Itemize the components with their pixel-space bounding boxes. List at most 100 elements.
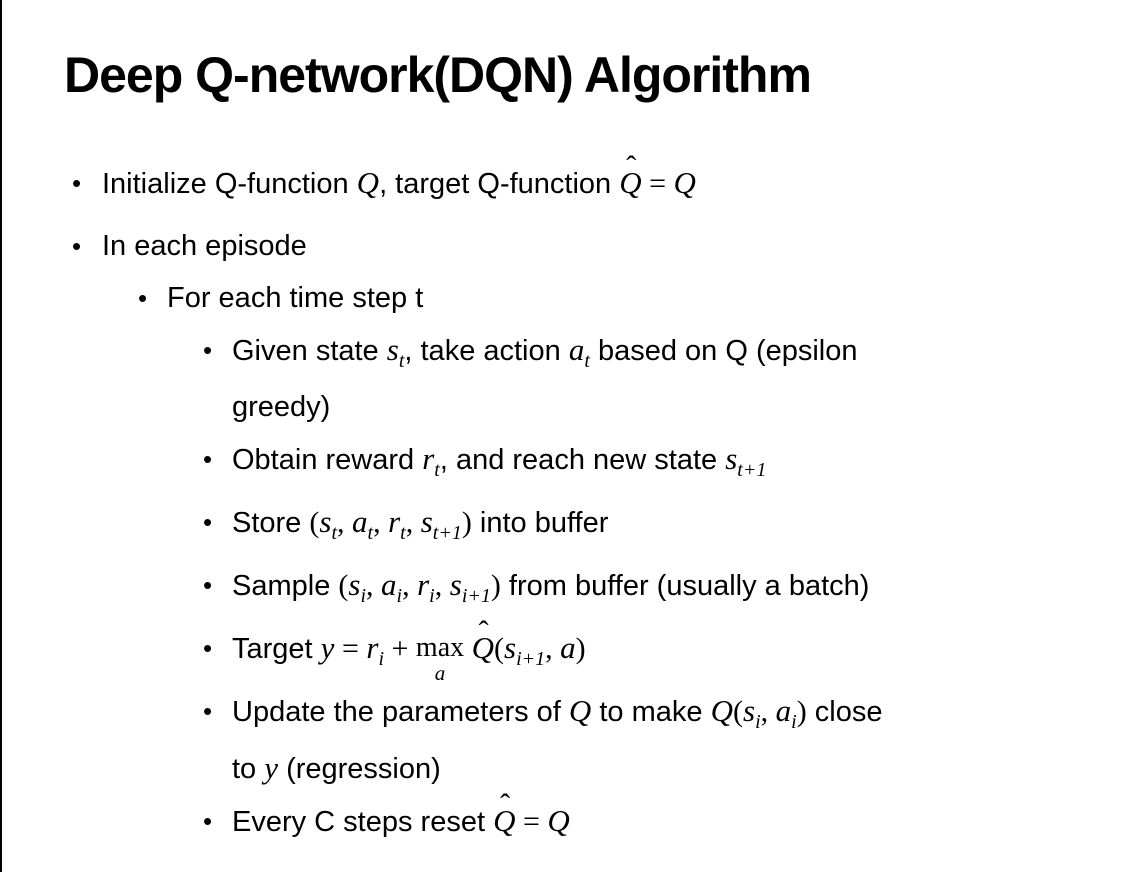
bullet-icon: •	[203, 507, 213, 537]
math-symbol: )	[575, 632, 586, 665]
bullet-item: •Given state st, take action at based on…	[2, 327, 1112, 430]
bullet-icon: •	[138, 283, 148, 313]
math-symbol: =	[334, 632, 367, 665]
text-segment: into buffer	[471, 507, 609, 539]
bullet-icon: •	[72, 168, 82, 198]
math-subscript: t	[367, 522, 374, 544]
math-variable: a	[775, 693, 792, 728]
bullet-icon: •	[203, 633, 213, 663]
math-symbol: ,	[402, 569, 418, 602]
math-symbol: )	[461, 506, 472, 539]
text-segment: Given state	[232, 335, 387, 367]
math-variable: Q	[710, 693, 733, 728]
math-symbol: ,	[405, 506, 421, 539]
math-variable: a	[381, 567, 397, 602]
text-segment: Sample	[232, 570, 339, 602]
text-segment: For each time step t	[167, 282, 424, 314]
math-variable: y	[320, 630, 335, 665]
math-variable: s	[504, 630, 517, 665]
math-symbol: )	[490, 569, 501, 602]
math-subscript: i	[429, 585, 435, 607]
bullet-icon: •	[203, 806, 213, 836]
math-symbol: +	[384, 632, 416, 665]
math-symbol: (	[732, 695, 743, 728]
text-segment: , and reach new state	[439, 444, 726, 476]
text-segment: greedy)	[232, 391, 331, 423]
bullet-item: • For each time step t	[2, 275, 1112, 321]
math-subscript: i	[396, 585, 403, 607]
math-variable: s	[742, 693, 756, 728]
math-variable: a	[352, 504, 368, 539]
bullet-item: •Update the parameters of Q to make Q(si…	[2, 688, 1112, 792]
bullet-text: Sample (si, ai, ri, si+1) from buffer (u…	[232, 567, 869, 607]
bullet-list: •Initialize Q-function Q, target Q-funct…	[2, 150, 1112, 845]
math-subscript: t	[398, 350, 405, 372]
math-subscript: t	[584, 350, 590, 372]
bullet-item: • Obtain reward rt, and reach new state s…	[2, 436, 1112, 493]
bullet-icon: •	[203, 696, 213, 726]
math-variable: s	[420, 504, 433, 539]
math-variable: a	[568, 332, 585, 367]
math-variable: r	[388, 504, 401, 539]
text-segment: (regression)	[278, 753, 441, 785]
hat-accent-icon: ˆ	[478, 615, 489, 648]
slide-title: Deep Q-network(DQN) Algorithm	[64, 47, 812, 103]
math-variable: r	[417, 567, 430, 602]
math-subscript: i+1	[516, 648, 546, 670]
bullet-text: For each time step t	[167, 282, 423, 314]
math-symbol: (	[494, 632, 505, 665]
math-subscript: i	[755, 711, 761, 733]
math-variable: s	[319, 504, 332, 539]
bullet-icon: •	[72, 231, 82, 261]
math-symbol: =	[515, 805, 548, 838]
bullet-icon: •	[203, 335, 213, 365]
text-segment: , take action	[404, 335, 569, 367]
text-segment: to	[232, 753, 265, 785]
bullet-icon: •	[203, 444, 213, 474]
math-subscript: t+1	[432, 522, 462, 544]
math-variable: y	[264, 750, 279, 785]
math-subscript: t	[400, 522, 406, 544]
math-variable: s	[386, 332, 399, 367]
math-subscript: i+1	[461, 585, 491, 607]
hat-accent-icon: ˆ	[626, 150, 637, 183]
text-segment: In each episode	[102, 230, 307, 262]
math-subscript: t	[434, 459, 440, 481]
text-segment: Every C steps reset	[232, 806, 494, 838]
math-symbol: ,	[434, 569, 450, 602]
text-segment: Update the parameters of	[232, 696, 569, 728]
bullet-item: • In each episode	[2, 223, 1112, 269]
operator-name: max	[415, 632, 465, 663]
math-subscript: t	[331, 522, 338, 544]
text-segment: Initialize Q-function	[102, 168, 357, 200]
operator-underscript: a	[434, 661, 446, 685]
text-segment: based on Q (epsilon	[589, 335, 858, 367]
math-variable: r	[422, 441, 435, 476]
math-variable: Q	[547, 803, 570, 838]
bullet-text: In each episode	[102, 230, 307, 262]
math-symbol: (	[309, 506, 320, 539]
math-subscript: i	[378, 648, 384, 670]
math-symbol: ,	[373, 506, 389, 539]
math-variable: s	[725, 441, 738, 476]
math-variable: Q	[619, 165, 642, 200]
math-subscript: i	[791, 711, 797, 733]
bullet-item: •Store (st, at, rt, st+1) into buffer	[2, 499, 1112, 556]
math-variable: a	[560, 630, 576, 665]
bullet-item: • Sample (si, ai, ri, si+1) from buffer (…	[2, 562, 1112, 619]
bullet-icon: •	[203, 570, 213, 600]
bullet-item: •Initialize Q-function Q, target Q-funct…	[2, 150, 1112, 207]
math-variable: Q	[673, 165, 696, 200]
math-subscript: i	[360, 585, 367, 607]
text-segment: Obtain reward	[232, 444, 423, 476]
hat-accent-icon: ˆ	[500, 788, 511, 821]
math-symbol: ,	[337, 506, 353, 539]
math-symbol: ,	[545, 632, 561, 665]
